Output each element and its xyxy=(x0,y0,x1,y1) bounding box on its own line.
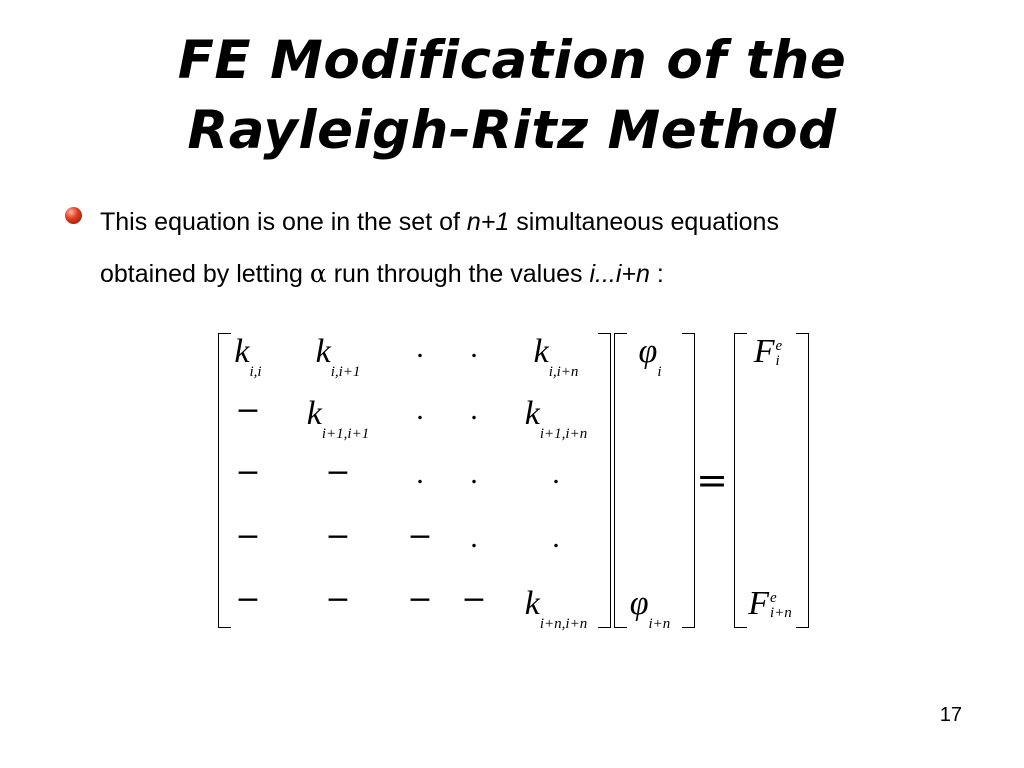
matrix-cell-r2-c2: ki+1,i+1 xyxy=(306,395,370,442)
force-vector-right-bracket xyxy=(796,333,809,628)
matrix-cell-r4-c2: − xyxy=(325,519,351,554)
bullet-text-part1: This equation is one in the set of xyxy=(100,208,467,236)
matrix-cell-r5-c3: − xyxy=(407,582,433,617)
slide-title: FE Modification of the Rayleigh-Ritz Met… xyxy=(0,26,1024,166)
matrix-cell-r3-c2: − xyxy=(325,455,351,490)
force-vector-left-bracket xyxy=(734,333,747,628)
bullet-icon xyxy=(65,207,82,224)
bullet-n-plus-1: n+1 xyxy=(466,208,510,236)
matrix-cell-r2-c4: . xyxy=(470,393,478,426)
bullet-text-part3: obtained by letting xyxy=(100,260,310,288)
bullet-text-part5: : xyxy=(649,260,664,288)
matrix-cell-r1-c2: ki,i+1 xyxy=(315,333,361,380)
phi-vector-right-bracket xyxy=(682,333,695,628)
page-number: 17 xyxy=(939,704,962,726)
stiffness-matrix-left-bracket xyxy=(218,333,231,628)
matrix-cell-r2-c1: − xyxy=(235,393,261,428)
phi-vector-top: φi xyxy=(638,333,662,380)
title-line-1: FE Modification of the xyxy=(177,30,847,91)
matrix-cell-r4-c1: − xyxy=(235,519,261,554)
matrix-cell-r3-c4: . xyxy=(470,457,478,490)
equals-sign: = xyxy=(696,458,728,502)
matrix-cell-r4-c3: − xyxy=(407,519,433,554)
title-line-2: Rayleigh-Ritz Method xyxy=(187,100,837,161)
bullet-paragraph: This equation is one in the set of n+1 s… xyxy=(65,196,946,300)
matrix-cell-r3-c1: − xyxy=(235,455,261,490)
matrix-cell-r2-c5: ki+1,i+n xyxy=(524,395,588,442)
matrix-cell-r1-c1: ki,i xyxy=(234,333,262,380)
matrix-cell-r4-c5: . xyxy=(552,521,560,554)
matrix-cell-r2-c3: . xyxy=(416,393,424,426)
bullet-text-part4: run through the values xyxy=(326,260,590,288)
matrix-cell-r1-c4: . xyxy=(470,331,478,364)
matrix-cell-r3-c5: . xyxy=(552,457,560,490)
bullet-text-part2: simultaneous equations xyxy=(509,208,779,236)
matrix-cell-r5-c1: − xyxy=(235,582,261,617)
matrix-cell-r3-c3: . xyxy=(416,457,424,490)
bullet-alpha: α xyxy=(309,259,327,288)
matrix-cell-r5-c5: ki+n,i+n xyxy=(524,585,588,632)
matrix-cell-r5-c4: − xyxy=(461,582,487,617)
stiffness-matrix-right-bracket xyxy=(598,333,611,628)
matrix-cell-r1-c3: . xyxy=(416,331,424,364)
phi-vector-bottom: φi+n xyxy=(629,585,671,632)
matrix-cell-r4-c4: . xyxy=(470,521,478,554)
matrix-cell-r1-c5: ki,i+n xyxy=(533,333,579,380)
matrix-cell-r5-c2: − xyxy=(325,582,351,617)
bullet-range: i...i+n xyxy=(589,260,650,288)
phi-vector-left-bracket xyxy=(614,333,627,628)
bullet-text: This equation is one in the set of n+1 s… xyxy=(100,196,946,300)
